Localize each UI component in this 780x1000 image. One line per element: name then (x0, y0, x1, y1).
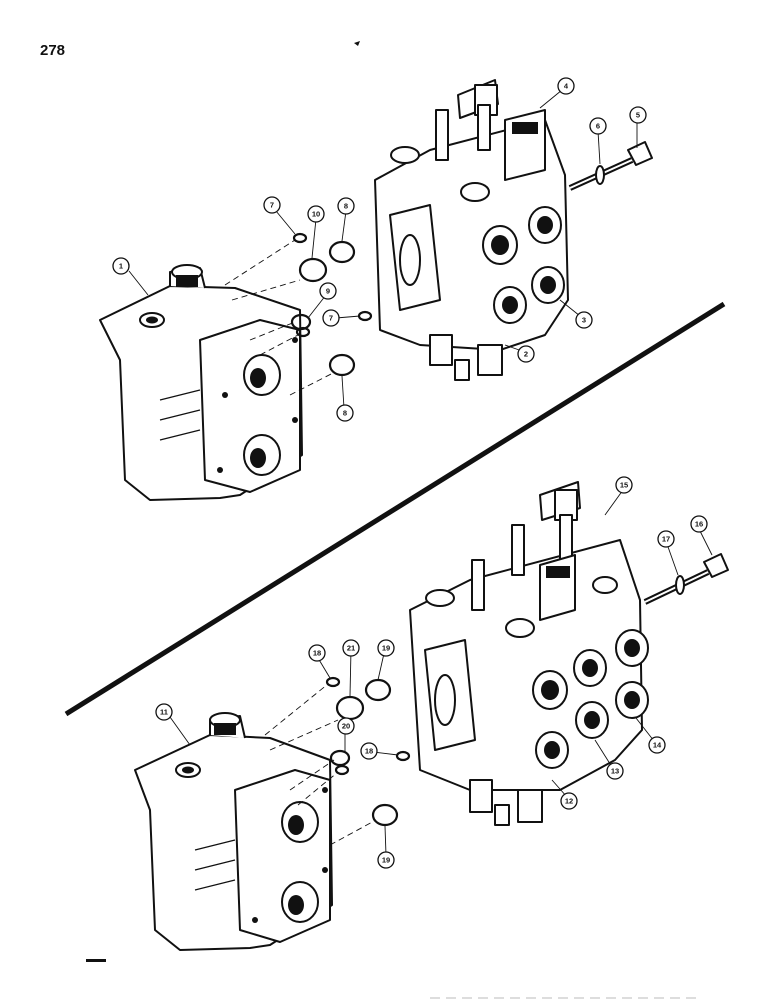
svg-text:21: 21 (347, 644, 355, 653)
valve-bank-bottom (409, 481, 649, 826)
callout-8a: 8 (337, 197, 355, 215)
bolt-bottom (643, 553, 729, 605)
seals-top (224, 232, 373, 396)
callout-16: 16 (690, 515, 708, 533)
svg-text:18: 18 (313, 649, 321, 658)
svg-text:11: 11 (160, 708, 168, 717)
bottom-assembly (134, 481, 729, 951)
callout-3: 3 (575, 311, 593, 329)
end-cover-top (99, 264, 303, 501)
illustration-code-mark (86, 959, 106, 962)
end-cover-bottom (134, 712, 333, 951)
callout-4: 4 (557, 77, 575, 95)
svg-text:18: 18 (365, 747, 373, 756)
svg-text:12: 12 (565, 797, 573, 806)
callout-20: 20 (337, 717, 355, 735)
callout-5: 5 (629, 106, 647, 124)
svg-text:13: 13 (611, 767, 619, 776)
callout-11: 11 (155, 703, 173, 721)
callout-19b: 19 (377, 851, 395, 869)
callout-21: 21 (342, 639, 360, 657)
callout-2: 2 (517, 345, 535, 363)
callout-1: 1 (112, 257, 130, 275)
top-assembly (99, 79, 653, 501)
svg-text:19: 19 (382, 644, 390, 653)
callout-12: 12 (560, 792, 578, 810)
svg-text:7: 7 (270, 201, 274, 210)
callout-18b: 18 (360, 742, 378, 760)
callout-19a: 19 (377, 639, 395, 657)
callout-9: 9 (319, 282, 337, 300)
callout-7a: 7 (263, 196, 281, 214)
callout-13: 13 (606, 762, 624, 780)
svg-text:20: 20 (342, 722, 350, 731)
callout-18a: 18 (308, 644, 326, 662)
ink-mark (354, 41, 360, 46)
callout-6: 6 (589, 117, 607, 135)
svg-text:7: 7 (329, 314, 333, 323)
page-number: 278 (40, 42, 66, 59)
callout-8b: 8 (336, 404, 354, 422)
svg-text:14: 14 (653, 741, 662, 750)
leaders-top (128, 89, 638, 409)
svg-text:1: 1 (119, 262, 123, 271)
svg-text:19: 19 (382, 856, 390, 865)
callout-15: 15 (615, 476, 633, 494)
svg-text:9: 9 (326, 287, 330, 296)
svg-text:4: 4 (564, 82, 569, 91)
separator-line (64, 301, 726, 717)
svg-text:8: 8 (344, 202, 348, 211)
seals-bottom (264, 676, 411, 846)
svg-text:15: 15 (620, 481, 628, 490)
svg-text:17: 17 (662, 535, 670, 544)
svg-text:8: 8 (343, 409, 347, 418)
callout-17: 17 (657, 530, 675, 548)
svg-text:5: 5 (636, 111, 640, 120)
svg-text:16: 16 (695, 520, 703, 529)
svg-text:3: 3 (582, 316, 586, 325)
callout-10: 10 (307, 205, 325, 223)
svg-text:10: 10 (312, 210, 320, 219)
svg-text:2: 2 (524, 350, 528, 359)
valve-bank-top (374, 79, 569, 381)
callout-7b: 7 (322, 309, 340, 327)
bolt-top (568, 141, 653, 191)
svg-text:6: 6 (596, 122, 600, 131)
callout-14: 14 (648, 736, 666, 754)
